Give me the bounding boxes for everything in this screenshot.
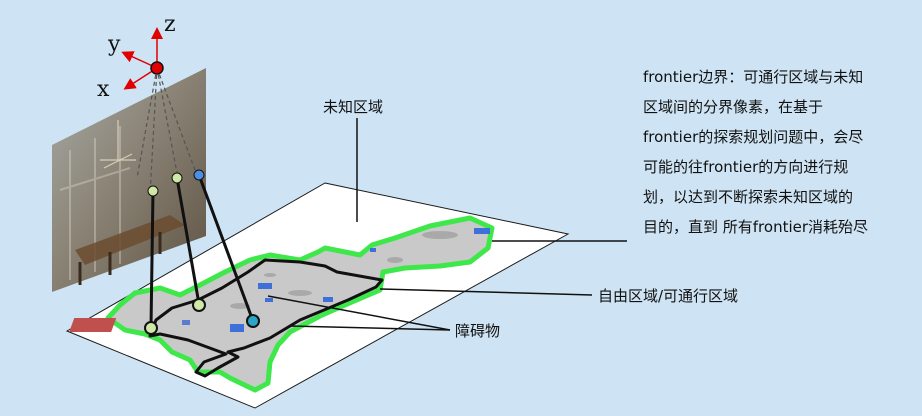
description-line: 目的，直到 所有frontier消耗殆尽	[643, 212, 913, 242]
image-point-3	[194, 170, 204, 180]
frontier-description: frontier边界：可通行区域与未知 区域间的分界像素，在基于 frontie…	[643, 62, 913, 242]
description-line: 划，以达到不断探索未知区域的	[643, 182, 913, 212]
description-line: frontier的探索规划问题中，会尽	[643, 122, 913, 152]
unknown-area-label: 未知区域	[323, 96, 383, 117]
camera-axes	[124, 30, 157, 88]
obstacle-label: 障碍物	[455, 320, 500, 341]
x-axis-label: x	[97, 77, 109, 102]
camera-center	[151, 62, 163, 74]
map-point-3	[247, 315, 259, 327]
description-line: 可能的往frontier的方向进行规	[643, 152, 913, 182]
image-point-2	[172, 173, 182, 183]
map-point-1	[145, 322, 157, 334]
map-point-2	[193, 299, 205, 311]
camera-image-plane	[52, 68, 206, 292]
image-point-1	[148, 186, 158, 196]
description-line: 区域间的分界像素，在基于	[643, 92, 913, 122]
z-axis-label: z	[164, 12, 176, 37]
description-line: frontier边界：可通行区域与未知	[643, 62, 913, 92]
y-axis-label: y	[108, 32, 120, 57]
free-area-label: 自由区域/可通行区域	[598, 285, 738, 306]
